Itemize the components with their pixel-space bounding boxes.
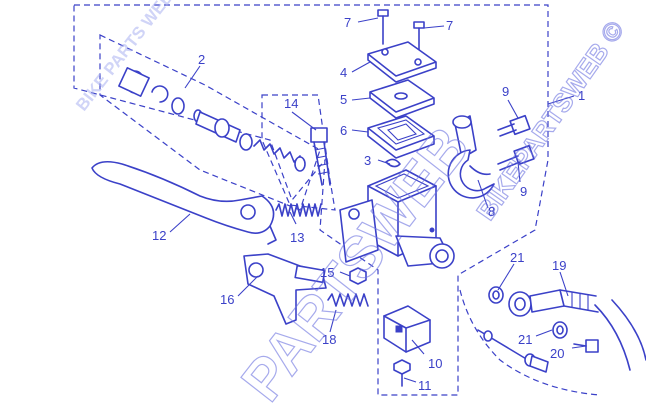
callout-9a: 9 — [502, 84, 509, 99]
callout-2: 2 — [198, 52, 205, 67]
pivot-nut — [349, 267, 367, 285]
callout-21b: 21 — [518, 332, 532, 347]
banjo-bolt — [310, 127, 331, 186]
hose-routing-dash — [459, 289, 601, 396]
leader-lines — [169, 17, 587, 383]
callout-7a: 7 — [344, 15, 351, 30]
brake-lever — [91, 160, 275, 234]
callout-4: 4 — [340, 65, 347, 80]
callout-13: 13 — [290, 230, 304, 245]
callout-9b: 9 — [520, 184, 527, 199]
callout-15: 15 — [320, 265, 334, 280]
retaining-clip — [385, 158, 401, 168]
callout-1: 1 — [578, 88, 585, 103]
callout-12: 12 — [152, 228, 166, 243]
cable-end-fittings — [477, 329, 549, 373]
assembly-boundary-14 — [261, 94, 336, 211]
callout-16: 16 — [220, 292, 234, 307]
watermark-right: BIKEPARTSWEB © — [470, 15, 630, 225]
callout-6: 6 — [340, 123, 347, 138]
callout-5: 5 — [340, 92, 347, 107]
callout-21a: 21 — [510, 250, 524, 265]
diaphragm-plate — [369, 79, 435, 119]
switch-screw — [393, 359, 411, 387]
watermark-top-left: BIKE PARTS WEB — [72, 0, 177, 114]
assembly-boundary-1 — [73, 4, 549, 396]
piston-kit — [118, 67, 306, 172]
callout-20: 20 — [550, 346, 564, 361]
callout-14: 14 — [284, 96, 298, 111]
hose-fitting — [508, 289, 599, 317]
assembly-boundary-2 — [99, 34, 321, 211]
callout-8: 8 — [488, 204, 495, 219]
callout-18: 18 — [322, 332, 336, 347]
callout-11: 11 — [418, 378, 432, 393]
brake-hose-outline — [594, 299, 646, 371]
brake-light-switch — [383, 305, 431, 353]
cover-screws — [377, 9, 425, 57]
callout-19: 19 — [552, 258, 566, 273]
handlebar-clamp — [447, 114, 535, 199]
callout-10: 10 — [428, 356, 442, 371]
return-spring — [275, 203, 322, 217]
callout-7b: 7 — [446, 18, 453, 33]
callout-3: 3 — [364, 153, 371, 168]
master-cylinder-body — [339, 169, 455, 269]
reservoir-cap — [367, 41, 437, 83]
switch-spring — [327, 293, 369, 307]
